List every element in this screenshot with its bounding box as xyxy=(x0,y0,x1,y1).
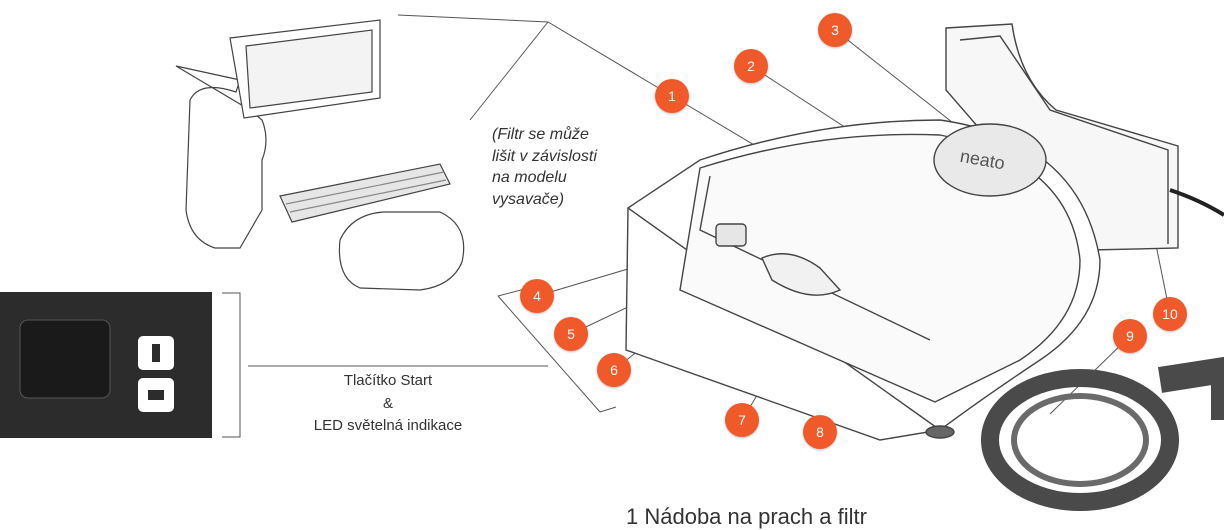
legend-item-dust-bin: 1 Nádoba na prach a filtr xyxy=(626,504,867,529)
callout-2: 2 xyxy=(734,49,768,83)
callout-1: 1 xyxy=(655,79,689,113)
callout-9: 9 xyxy=(1113,319,1147,353)
callout-3: 3 xyxy=(818,13,852,47)
filter-note-line: (Filtr se může xyxy=(492,126,589,143)
callout-6: 6 xyxy=(597,353,631,387)
boundary-marker-roll xyxy=(981,356,1224,511)
callout-10: 10 xyxy=(1153,297,1187,331)
callout-5: 5 xyxy=(554,317,588,351)
callout-7: 7 xyxy=(725,403,759,437)
filter-note: (Filtr se může lišit v závislosti na mod… xyxy=(492,124,642,210)
caption-line: Tlačítko Start xyxy=(343,372,433,389)
filter-note-line: lišit v závislosti xyxy=(492,147,597,165)
callout-8: 8 xyxy=(803,415,837,449)
filter-hands-illustration xyxy=(175,19,465,291)
caption-line: LED světelná indikace xyxy=(313,417,463,434)
filter-note-line: vysavače) xyxy=(492,190,565,208)
start-button-caption: Tlačítko Start & LED světelná indikace xyxy=(258,370,518,438)
caption-line: & xyxy=(382,394,393,412)
filter-note-line: na modelu xyxy=(492,169,567,187)
callout-4: 4 xyxy=(520,279,554,313)
robot-illustration xyxy=(625,23,1224,441)
led-button-closeup xyxy=(0,292,212,438)
